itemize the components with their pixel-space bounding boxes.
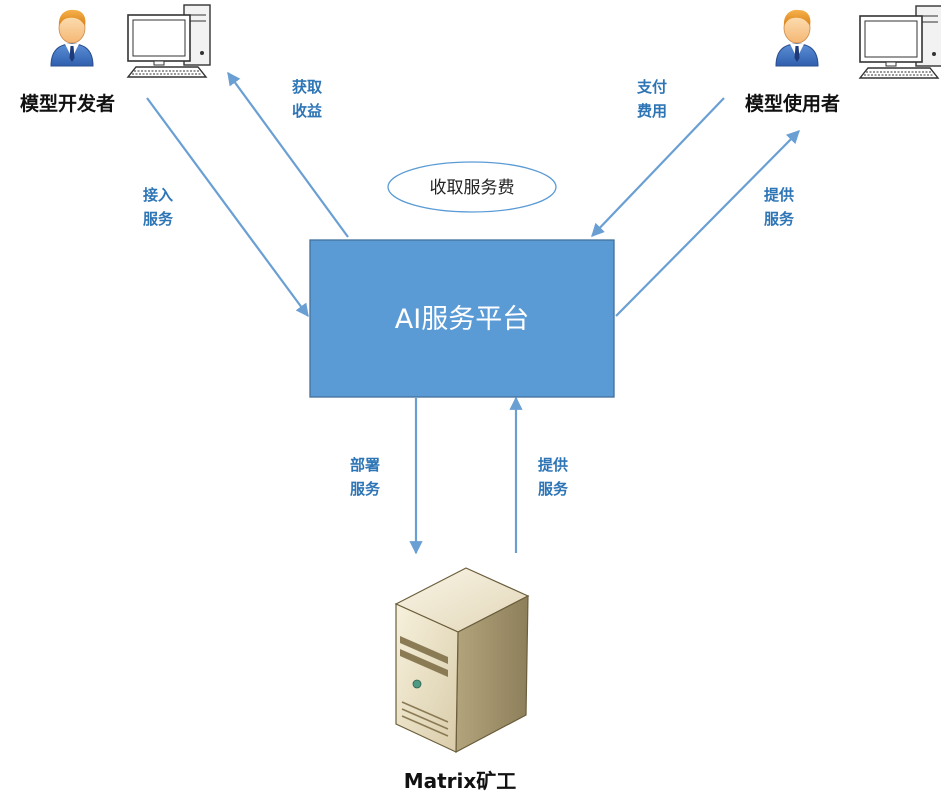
platform-label: AI服务平台 [395, 304, 529, 335]
fee-label: 收取服务费 [430, 178, 515, 198]
edge-label-user-to-platform: 支付 费用 [636, 78, 672, 120]
developer-label: 模型开发者 [20, 92, 115, 115]
arrow-platform-to-user [615, 130, 800, 317]
user-computer-icon [859, 5, 941, 79]
edge-label-server-to-platform: 提供 服务 [538, 456, 573, 498]
arrow-platform-to-dev [227, 71, 349, 238]
edge-label-dev-to-platform: 接入 服务 [143, 186, 178, 228]
fee-ellipse [387, 161, 557, 213]
server-label: Matrix矿工 [404, 769, 517, 793]
edge-label-platform-to-dev: 获取 收益 [292, 78, 327, 120]
developer-person-icon [50, 9, 94, 67]
edge-label-platform-to-server: 部署 服务 [350, 456, 385, 498]
platform-box [309, 239, 615, 398]
edge-label-platform-to-user: 提供 服务 [764, 186, 799, 228]
user-person-icon [775, 9, 819, 67]
arrow-user-to-platform [591, 97, 725, 237]
developer-computer-icon [127, 4, 211, 78]
arrow-dev-to-platform [146, 97, 309, 318]
server-tower-icon [394, 567, 530, 754]
user-label: 模型使用者 [745, 92, 840, 115]
